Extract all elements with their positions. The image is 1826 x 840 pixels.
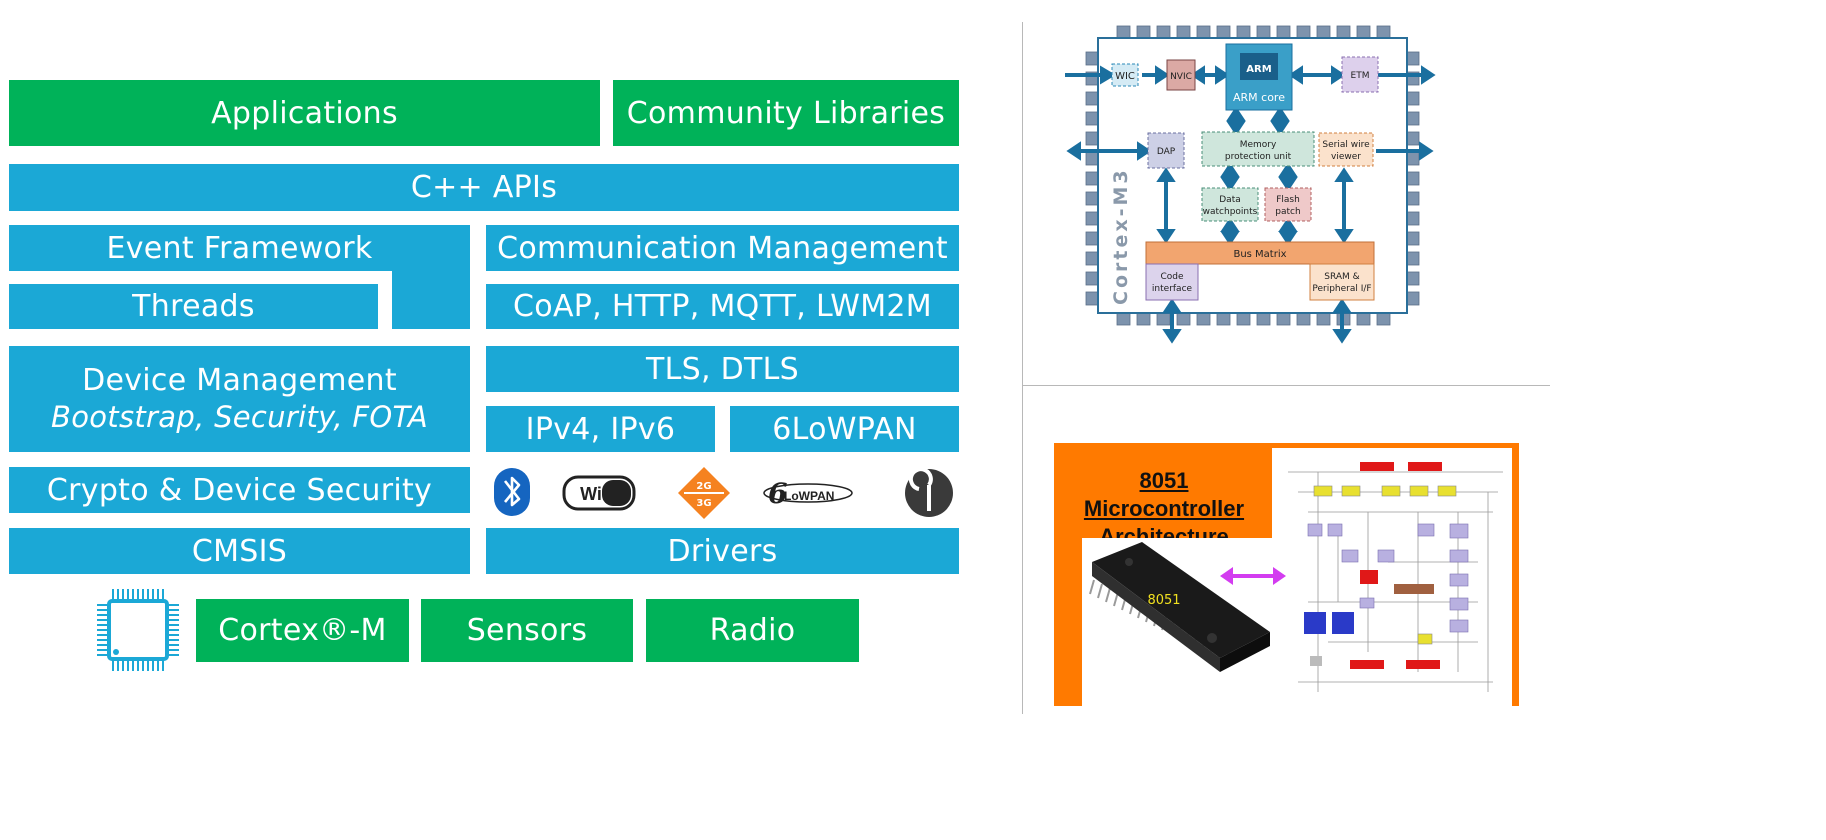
dw-label-line1: Data <box>1219 195 1241 205</box>
flash-patch-box <box>1264 187 1312 222</box>
dip-chip-8051: 8051 <box>1089 542 1270 672</box>
lowpan-logo-text: LoWPAN <box>784 489 834 503</box>
double-arrow <box>1220 567 1286 585</box>
wic-box <box>1111 63 1139 87</box>
mpu-label-line1: Memory <box>1240 140 1277 150</box>
protocols-block: CoAP, HTTP, MQTT, LWM2M <box>486 284 959 329</box>
swv-box <box>1318 132 1374 167</box>
applications-label: Applications <box>211 95 398 131</box>
horizontal-divider <box>1022 385 1550 386</box>
arm-core-label: ARM core <box>1233 91 1285 104</box>
device-management-label: Device Management <box>82 363 397 398</box>
mpu-box <box>1201 131 1315 167</box>
6lowpan-logo-icon: 6 LoWPAN <box>763 477 853 510</box>
communication-management-block: Communication Management <box>486 225 959 271</box>
bus-matrix-box <box>1145 241 1375 265</box>
communication-management-label: Communication Management <box>497 230 948 266</box>
wifi-logo-icon: WiFi <box>562 475 636 511</box>
vertical-divider <box>1022 22 1023 714</box>
cmsis-block: CMSIS <box>9 528 470 574</box>
community-libraries-block: Community Libraries <box>613 80 959 146</box>
dap-label: DAP <box>1157 147 1176 157</box>
tls-label: TLS, DTLS <box>645 351 800 387</box>
ipv-block: IPv4, IPv6 <box>486 406 715 452</box>
cortex-m-label: Cortex®-M <box>218 613 387 648</box>
cellular-2g-3g-icon: 2G 3G <box>678 467 730 519</box>
8051-architecture-schematic <box>1288 462 1503 692</box>
threads-block: Threads <box>9 284 378 329</box>
etm-label: ETM <box>1351 71 1370 81</box>
crypto-block: Crypto & Device Security <box>9 467 470 513</box>
ipv-label: IPv4, IPv6 <box>525 411 676 447</box>
community-libraries-label: Community Libraries <box>626 95 946 131</box>
cmsis-label: CMSIS <box>191 533 288 569</box>
code-label-line2: interface <box>1152 284 1193 294</box>
6lowpan-label: 6LoWPAN <box>772 411 917 447</box>
bus-arrows <box>1065 65 1436 344</box>
cell-3g-text: 3G <box>696 498 711 509</box>
fp-label-line1: Flash <box>1276 195 1300 205</box>
device-management-sublabel: Bootstrap, Security, FOTA <box>51 400 428 434</box>
event-framework-tail <box>392 271 470 329</box>
tls-block: TLS, DTLS <box>486 346 959 392</box>
drivers-block: Drivers <box>486 528 959 574</box>
wifi-logo-text: WiFi <box>580 484 618 504</box>
cortex-m3-side-label: Cortex-M3 <box>1110 167 1132 305</box>
device-management-block: Device Management Bootstrap, Security, F… <box>9 346 470 452</box>
radio-block: Radio <box>646 599 859 662</box>
thread-logo-icon <box>905 467 953 517</box>
bluetooth-icon <box>494 468 530 516</box>
connectivity-logos: WiFi 2G 3G 6 LoWPAN <box>494 467 953 519</box>
protocols-label: CoAP, HTTP, MQTT, LWM2M <box>513 289 932 324</box>
fp-label-line2: patch <box>1275 207 1300 217</box>
wic-label: WIC <box>1115 71 1135 82</box>
crypto-label: Crypto & Device Security <box>46 472 433 508</box>
chip-8051-label: 8051 <box>1147 593 1180 608</box>
sram-label-line2: Peripheral I/F <box>1312 284 1371 294</box>
sensors-block: Sensors <box>421 599 633 662</box>
arm-logo <box>1240 53 1278 80</box>
mcu8051-title-bg <box>1054 443 1272 538</box>
mpu-label-line2: protection unit <box>1225 152 1292 162</box>
arm-logo-text: ARM <box>1246 64 1271 75</box>
sram-box <box>1309 263 1375 301</box>
threads-label: Threads <box>132 289 255 324</box>
drivers-label: Drivers <box>667 533 778 569</box>
cortex-m-block: Cortex®-M <box>196 599 409 662</box>
applications-block: Applications <box>9 80 600 146</box>
nvic-box <box>1166 59 1196 91</box>
dw-label-line2: watchpoints <box>1203 207 1258 217</box>
etm-box <box>1341 56 1379 93</box>
code-label-line1: Code <box>1160 272 1184 282</box>
swv-label-line1: Serial wire <box>1322 140 1370 150</box>
nvic-label: NVIC <box>1170 72 1192 82</box>
cortex-m3-diagram: Cortex-M3 WIC NVIC ARM ARM core ETM DAP … <box>1065 25 1436 344</box>
cpp-apis-label: C++ APIs <box>410 170 558 205</box>
mcu8051-title-line1: 8051 Microcontroller <box>1083 468 1245 521</box>
event-framework-label: Event Framework <box>106 230 373 266</box>
cpp-apis-block: C++ APIs <box>9 164 959 211</box>
sram-label-line1: SRAM & <box>1324 272 1359 282</box>
bus-matrix-label: Bus Matrix <box>1233 249 1286 260</box>
swv-label-line2: viewer <box>1331 152 1361 162</box>
data-watchpoints-box <box>1201 187 1259 222</box>
sensors-label: Sensors <box>466 613 588 648</box>
event-framework-block: Event Framework <box>9 225 470 271</box>
chip-icon <box>97 589 179 671</box>
cell-2g-text: 2G <box>696 481 711 492</box>
code-interface-box <box>1145 263 1199 301</box>
6lowpan-block: 6LoWPAN <box>730 406 959 452</box>
radio-label: Radio <box>709 613 796 648</box>
dap-box <box>1147 132 1185 169</box>
